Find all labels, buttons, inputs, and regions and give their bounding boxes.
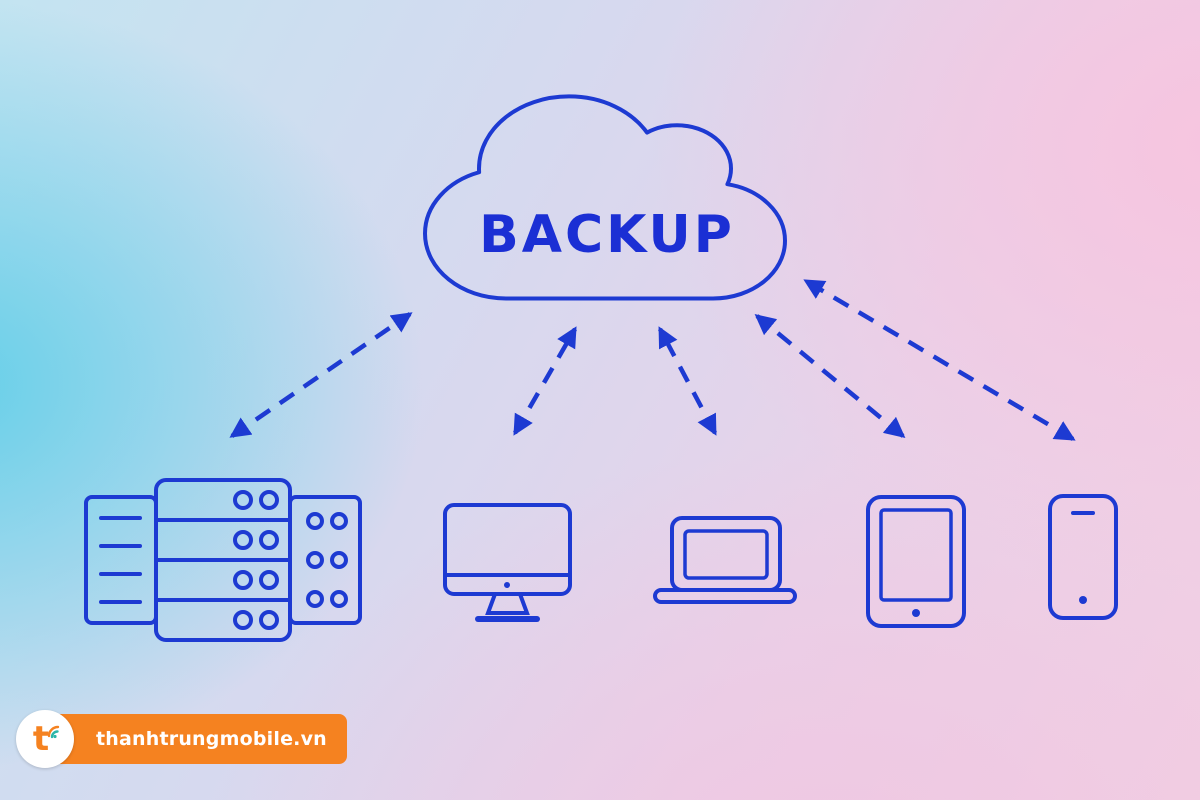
watermark-pill: thanhtrungmobile.vn — [34, 714, 347, 764]
arrow-tablet — [754, 314, 906, 438]
server-icon — [84, 478, 362, 642]
laptop-icon — [653, 516, 797, 604]
arrow-smartphone — [803, 279, 1076, 441]
signal-waves-icon — [47, 725, 60, 739]
arrow-server — [229, 312, 413, 438]
arrow-desktop — [513, 326, 577, 436]
arrow-laptop — [658, 326, 717, 436]
desktop-icon — [443, 503, 572, 622]
watermark-text: thanhtrungmobile.vn — [96, 728, 327, 750]
cloud-icon: BACKUP — [425, 96, 785, 298]
tablet-icon — [866, 495, 966, 628]
brand-logo-icon: t — [16, 710, 74, 768]
cloud-label: BACKUP — [479, 205, 735, 265]
logo-letter: t — [32, 719, 50, 759]
smartphone-icon — [1048, 494, 1118, 620]
connection-arrows — [229, 279, 1076, 441]
